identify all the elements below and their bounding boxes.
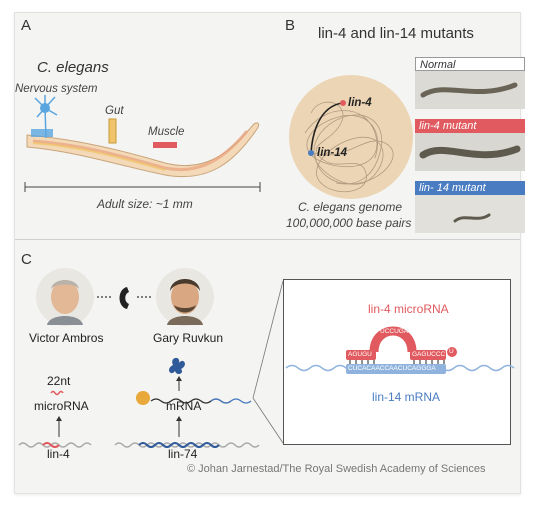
- genome-size-label: 100,000,000 base pairs: [286, 216, 412, 230]
- mrna-label: mRNA: [166, 399, 202, 413]
- neuron-icon: [31, 95, 58, 139]
- binding-diagram: [285, 326, 515, 374]
- photo-lin4-header: lin-4 mutant: [415, 119, 525, 133]
- muscle-label: Muscle: [148, 126, 185, 138]
- lin4-locus-label: lin-4: [348, 97, 372, 109]
- lin14-locus-marker: [308, 150, 314, 156]
- gut-marker: [108, 118, 117, 144]
- gene-lin4-label: lin-4: [47, 447, 70, 461]
- zoom-lines: [252, 280, 284, 444]
- inset-mrna-label: lin-14 mRNA: [372, 390, 441, 404]
- mrna-seq: CUCACAACCAACUCAGGGA: [348, 365, 436, 372]
- panel-a-letter: A: [21, 17, 32, 34]
- rna-schematic: [18, 357, 260, 448]
- person2-name: Gary Ruvkun: [153, 331, 224, 345]
- mirna-end-seq: U: [449, 348, 454, 355]
- lin14-locus-label: lin-14: [317, 147, 348, 159]
- portrait-victor-ambros: [36, 268, 94, 326]
- phone-icon: [97, 287, 153, 309]
- worm-illustration: [24, 95, 261, 192]
- mirna-left-seq: AGUGU: [348, 351, 372, 358]
- mirna-loop-seq: UCCUGA: [380, 328, 409, 335]
- gene-lin74-label: lin-74: [168, 447, 198, 461]
- photo-normal: [415, 71, 525, 109]
- photo-lin14-header: lin- 14 mutant: [415, 181, 525, 195]
- portrait-gary-ruvkun: [156, 268, 214, 326]
- genome-illustration: [289, 75, 413, 199]
- panel-b-title: lin-4 and lin-14 mutants: [318, 25, 474, 42]
- genome-label: C. elegans genome: [298, 200, 403, 214]
- gut-label: Gut: [105, 105, 124, 117]
- figure-card: A C. elegans Nervous system Gut Muscle A…: [14, 12, 525, 494]
- nervous-system-label: Nervous system: [15, 83, 98, 95]
- microrna-label: microRNA: [34, 399, 89, 413]
- panel-a-title: C. elegans: [37, 59, 109, 76]
- scale-label: Adult size: ~1 mm: [97, 197, 193, 211]
- photo-normal-header: Normal: [415, 57, 525, 71]
- section-divider: [15, 239, 520, 240]
- muscle-marker: [153, 142, 177, 148]
- inset-microrna-label: lin-4 microRNA: [368, 302, 449, 316]
- binding-inset: lin-4 microRNA AGUGU UCCUGA GAGUCCC: [283, 279, 515, 445]
- scale-bar: [24, 182, 261, 192]
- photo-lin14: [415, 195, 525, 233]
- nt-label: 22nt: [47, 374, 71, 388]
- panel-b-letter: B: [285, 17, 296, 34]
- mirna-right-seq: GAGUCCC: [412, 351, 446, 358]
- photo-lin4: [415, 133, 525, 171]
- panel-c-letter: C: [21, 251, 32, 268]
- person1-name: Victor Ambros: [29, 331, 104, 345]
- lin4-locus-marker: [340, 100, 346, 106]
- credit-line: © Johan Jarnestad/The Royal Swedish Acad…: [187, 463, 486, 475]
